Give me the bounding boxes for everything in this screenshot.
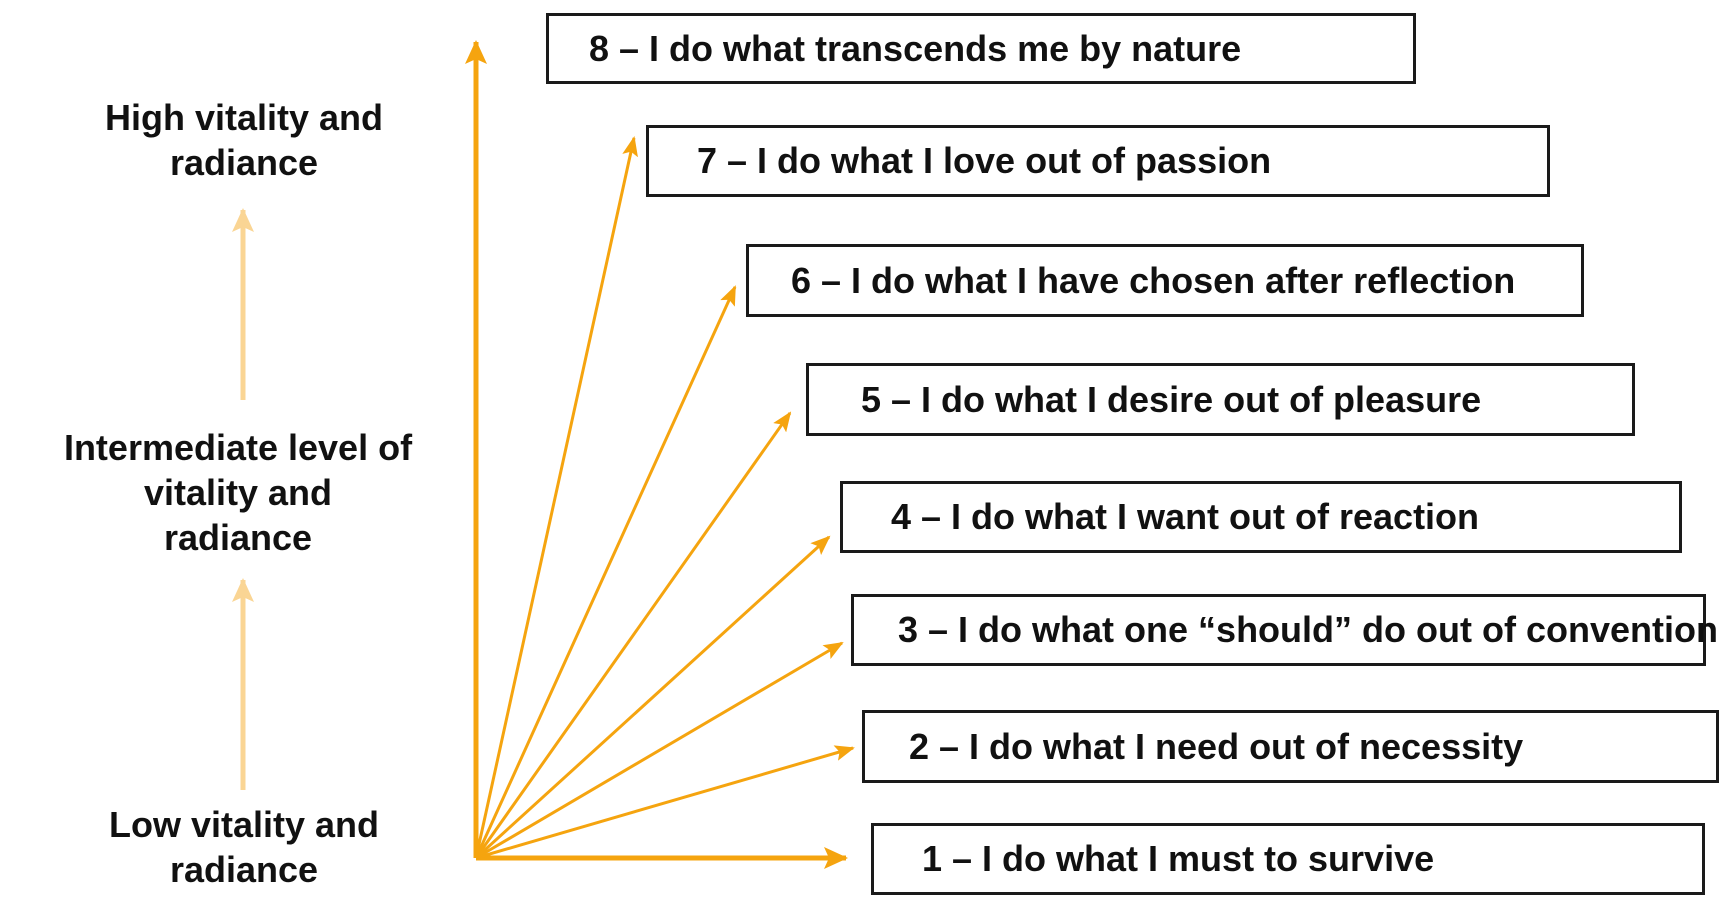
level-label-6: 6 – I do what I have chosen after reflec…	[791, 259, 1516, 301]
label-high-line-1: High vitality and	[104, 97, 384, 138]
label-low-vitality: Low vitality and radiance	[44, 802, 444, 892]
fan-arrow-level-6	[474, 285, 737, 859]
label-intermediate-vitality: Intermediate level of vitality and radia…	[38, 425, 438, 560]
level-box-3: 3 – I do what one “should” do out of con…	[851, 594, 1718, 666]
level-label-1: 1 – I do what I must to survive	[922, 838, 1435, 879]
level-box-8: 8 – I do what transcends me by nature	[546, 13, 1416, 84]
level-box-6: 6 – I do what I have chosen after reflec…	[746, 244, 1584, 317]
label-intermediate-line-1: Intermediate level of	[63, 427, 413, 468]
label-intermediate-line-2: vitality and	[143, 472, 333, 513]
level-box-7: 7 – I do what I love out of passion	[646, 125, 1550, 197]
label-high-vitality: High vitality and radiance	[44, 95, 444, 185]
level-label-7: 7 – I do what I love out of passion	[697, 140, 1272, 181]
level-label-4: 4 – I do what I want out of reaction	[891, 496, 1480, 537]
fan-arrow-level-7	[474, 136, 638, 859]
fan-arrow-level-2	[475, 745, 855, 860]
level-box-4: 4 – I do what I want out of reaction	[840, 481, 1682, 553]
level-label-3: 3 – I do what one “should” do out of con…	[898, 609, 1718, 650]
level-label-2: 2 – I do what I need out of necessity	[909, 725, 1524, 767]
level-box-5: 5 – I do what I desire out of pleasure	[806, 363, 1635, 436]
fan-arrow-level-4	[474, 535, 831, 860]
fan-arrow-level-5	[474, 411, 792, 859]
level-label-5: 5 – I do what I desire out of pleasure	[861, 378, 1482, 420]
label-intermediate-line-3: radiance	[163, 517, 313, 558]
level-box-2: 2 – I do what I need out of necessity	[862, 710, 1719, 783]
fan-arrow-level-3	[475, 641, 844, 860]
label-high-line-2: radiance	[169, 142, 319, 183]
label-low-line-1: Low vitality and	[108, 804, 380, 845]
label-low-line-2: radiance	[169, 849, 319, 890]
level-box-1: 1 – I do what I must to survive	[871, 823, 1705, 895]
level-label-8: 8 – I do what transcends me by nature	[589, 27, 1242, 69]
